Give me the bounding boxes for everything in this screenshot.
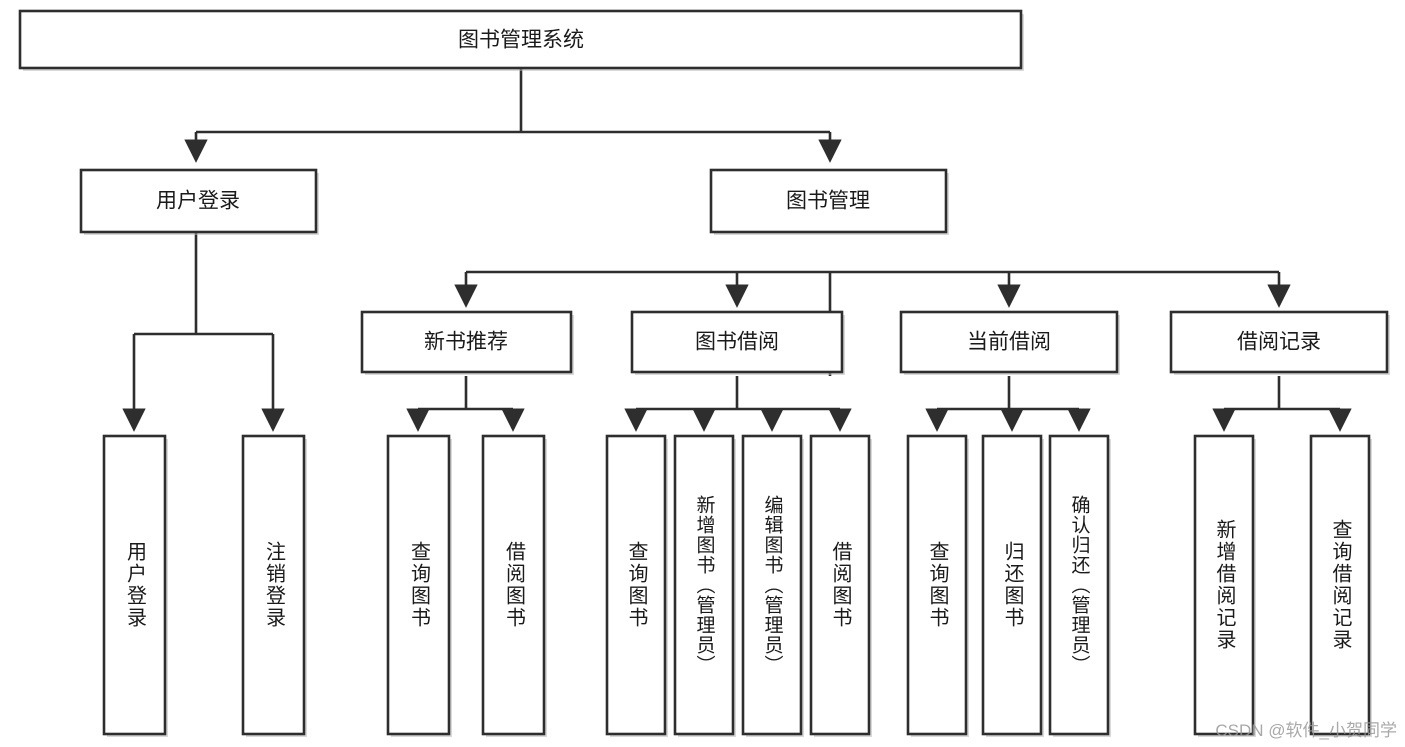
leaf-new-book-1[interactable] <box>386 434 451 736</box>
node-borrow-record[interactable] <box>1169 310 1389 374</box>
nodes-group: 图书管理系统 用户登录 图书管理 新书推荐 图书借阅 当前借阅 借阅记录 <box>18 9 1390 737</box>
node-book-manage-label: 图书管理 <box>786 190 870 213</box>
node-current-borrow[interactable] <box>899 310 1119 374</box>
node-borrow-record-label: 借阅记录 <box>1237 331 1321 354</box>
leaf-user-login-2[interactable] <box>241 434 306 736</box>
leaf-new-book-2[interactable] <box>481 434 546 736</box>
leaf-book-borrow-2[interactable] <box>673 434 735 736</box>
leaf-borrow-record-2[interactable] <box>1309 434 1371 736</box>
node-book-borrow-label: 图书借阅 <box>695 331 779 354</box>
node-current-borrow-label: 当前借阅 <box>967 331 1051 354</box>
leaf-user-login-1[interactable] <box>102 434 167 736</box>
leaf-borrow-record-1[interactable] <box>1193 434 1255 736</box>
node-book-borrow[interactable] <box>630 310 844 374</box>
edges-group <box>122 69 1352 432</box>
leaf-current-borrow-1[interactable] <box>906 434 968 736</box>
node-user-login[interactable] <box>79 168 318 234</box>
node-book-manage[interactable] <box>709 168 948 234</box>
csdn-watermark: CSDN @软件_小贺同学 <box>1215 721 1397 740</box>
node-root[interactable] <box>18 9 1023 70</box>
leaf-current-borrow-2[interactable] <box>981 434 1043 736</box>
node-user-login-label: 用户登录 <box>156 190 240 213</box>
node-root-label: 图书管理系统 <box>458 29 584 52</box>
leaf-book-borrow-1[interactable] <box>605 434 667 736</box>
node-new-book-recommend[interactable] <box>360 310 573 374</box>
leaf-book-borrow-4[interactable] <box>809 434 871 736</box>
node-new-book-label: 新书推荐 <box>424 331 508 354</box>
leaf-book-borrow-3[interactable] <box>741 434 803 736</box>
leaf-current-borrow-3[interactable] <box>1048 434 1110 736</box>
